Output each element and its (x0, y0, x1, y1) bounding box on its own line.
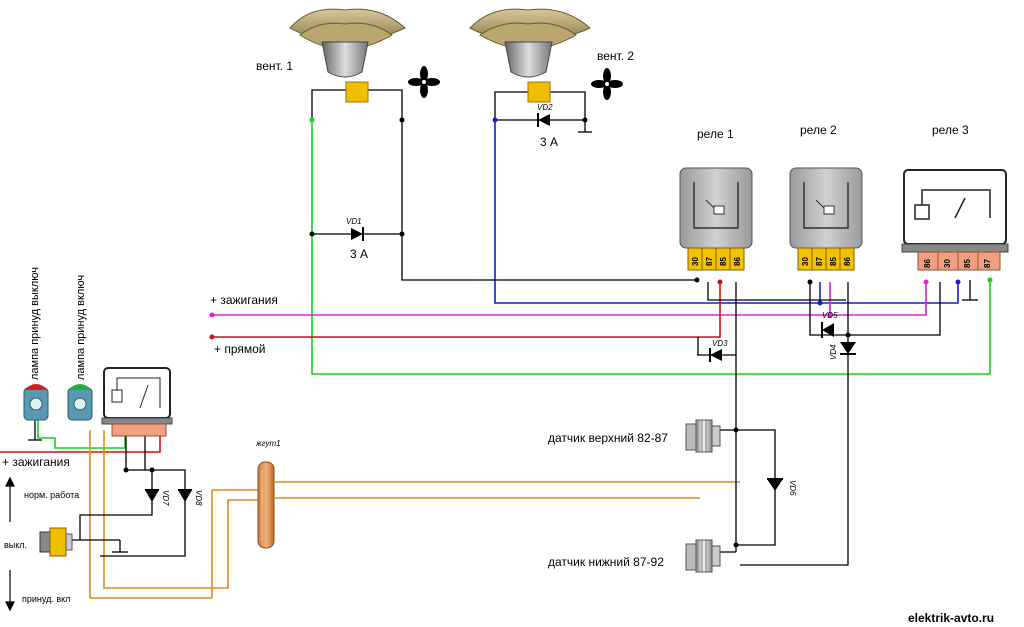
wire-red-ignition-left (0, 430, 161, 453)
lamp-on-label: лампа принуд включ (75, 275, 87, 380)
relay-3-label: реле 3 (932, 123, 969, 137)
harness-connector (257, 461, 275, 549)
wire-orange-lower (103, 430, 258, 589)
mode-off-label: выкл. (4, 540, 27, 550)
sensor-upper (685, 419, 721, 453)
vd6-label: VD6 (788, 480, 797, 496)
vd4-label: VD4 (829, 344, 838, 360)
ignition-left-label: + зажигания (2, 455, 70, 469)
lamp-off (23, 384, 49, 421)
relay-1-pin-86: 86 (733, 257, 742, 266)
diode-vd3 (709, 348, 722, 362)
relay-1-pin-30: 30 (691, 257, 700, 266)
diode-vd7 (145, 489, 159, 502)
ignition-label: + зажигания (210, 293, 278, 307)
relay-2-label: реле 2 (800, 123, 837, 137)
relay-2-pin-85: 85 (829, 257, 838, 266)
sensor-lower-label: датчик нижний 87-92 (548, 555, 664, 569)
lamp-off-label: лампа принуд выключ (29, 267, 41, 380)
relay-1-pins: 30 87 85 86 (691, 257, 742, 266)
fan-2-label: вент. 2 (597, 49, 634, 63)
relay-3-pin-86: 86 (923, 259, 932, 268)
wire-blue-fan2 (494, 120, 821, 304)
switch-3-position (39, 527, 73, 557)
harness-label: жгут1 (255, 439, 281, 448)
wire-magenta-ignition (212, 282, 831, 316)
relay-3-pin-87: 87 (983, 259, 992, 268)
relay-2 (789, 167, 863, 271)
watermark: elektrik-avto.ru (908, 611, 994, 625)
wire-green-fan1 (311, 120, 991, 375)
diode-vd8 (178, 489, 192, 502)
wire-magenta-r3 (830, 282, 927, 316)
mode-arrows (5, 476, 15, 612)
wire-red-direct (212, 282, 721, 338)
relay-1-label: реле 1 (697, 127, 734, 141)
vd2-rating: 3 А (540, 135, 558, 149)
wire-green-lamp (37, 420, 126, 449)
wire-orange-upper (89, 430, 258, 599)
vd2-label: VD2 (537, 103, 553, 112)
relay-2-pin-86: 86 (843, 257, 852, 266)
relay-2-pin-30: 30 (801, 257, 810, 266)
relay-3-pin-30: 30 (943, 259, 952, 268)
vd7-label: VD7 (161, 490, 170, 506)
vd8-label: VD8 (194, 490, 203, 506)
diode-vd5 (821, 322, 834, 338)
diode-vd1 (351, 227, 364, 241)
mode-normal-label: норм. работа (24, 490, 79, 500)
vd1-rating: 3 А (350, 247, 368, 261)
wire-blue-relay3 (820, 282, 959, 304)
sensor-upper-label: датчик верхний 82-87 (548, 431, 668, 445)
fan-1-label: вент. 1 (256, 59, 293, 73)
relay-2-pin-87: 87 (815, 257, 824, 266)
vd3-label: VD3 (712, 339, 728, 348)
junction-dots (123, 117, 993, 548)
relay-1-pin-87: 87 (705, 257, 714, 266)
diode-vd6 (767, 478, 783, 491)
relay-3-pin-85: 85 (963, 259, 972, 268)
lamp-on (67, 384, 93, 421)
fan-symbol-icon (408, 66, 440, 98)
diode-vd2 (537, 113, 550, 127)
relay-1 (679, 167, 753, 271)
diode-vd4 (840, 342, 856, 355)
relay-3-pins: 86 30 85 87 (923, 259, 992, 268)
relay-3 (901, 169, 1009, 271)
mode-forced-label: принуд. вкл (22, 594, 70, 604)
vd1-label: VD1 (346, 217, 362, 226)
fan-1 (289, 8, 406, 103)
vd5-label: VD5 (822, 311, 838, 320)
sensor-lower (685, 539, 721, 573)
fan-symbol-icon (591, 68, 623, 100)
direct-label: + прямой (214, 342, 266, 356)
relay-1-pin-85: 85 (719, 257, 728, 266)
relay-left (101, 367, 173, 437)
fan-2 (469, 8, 591, 103)
relay-2-pins: 30 87 85 86 (801, 257, 852, 266)
